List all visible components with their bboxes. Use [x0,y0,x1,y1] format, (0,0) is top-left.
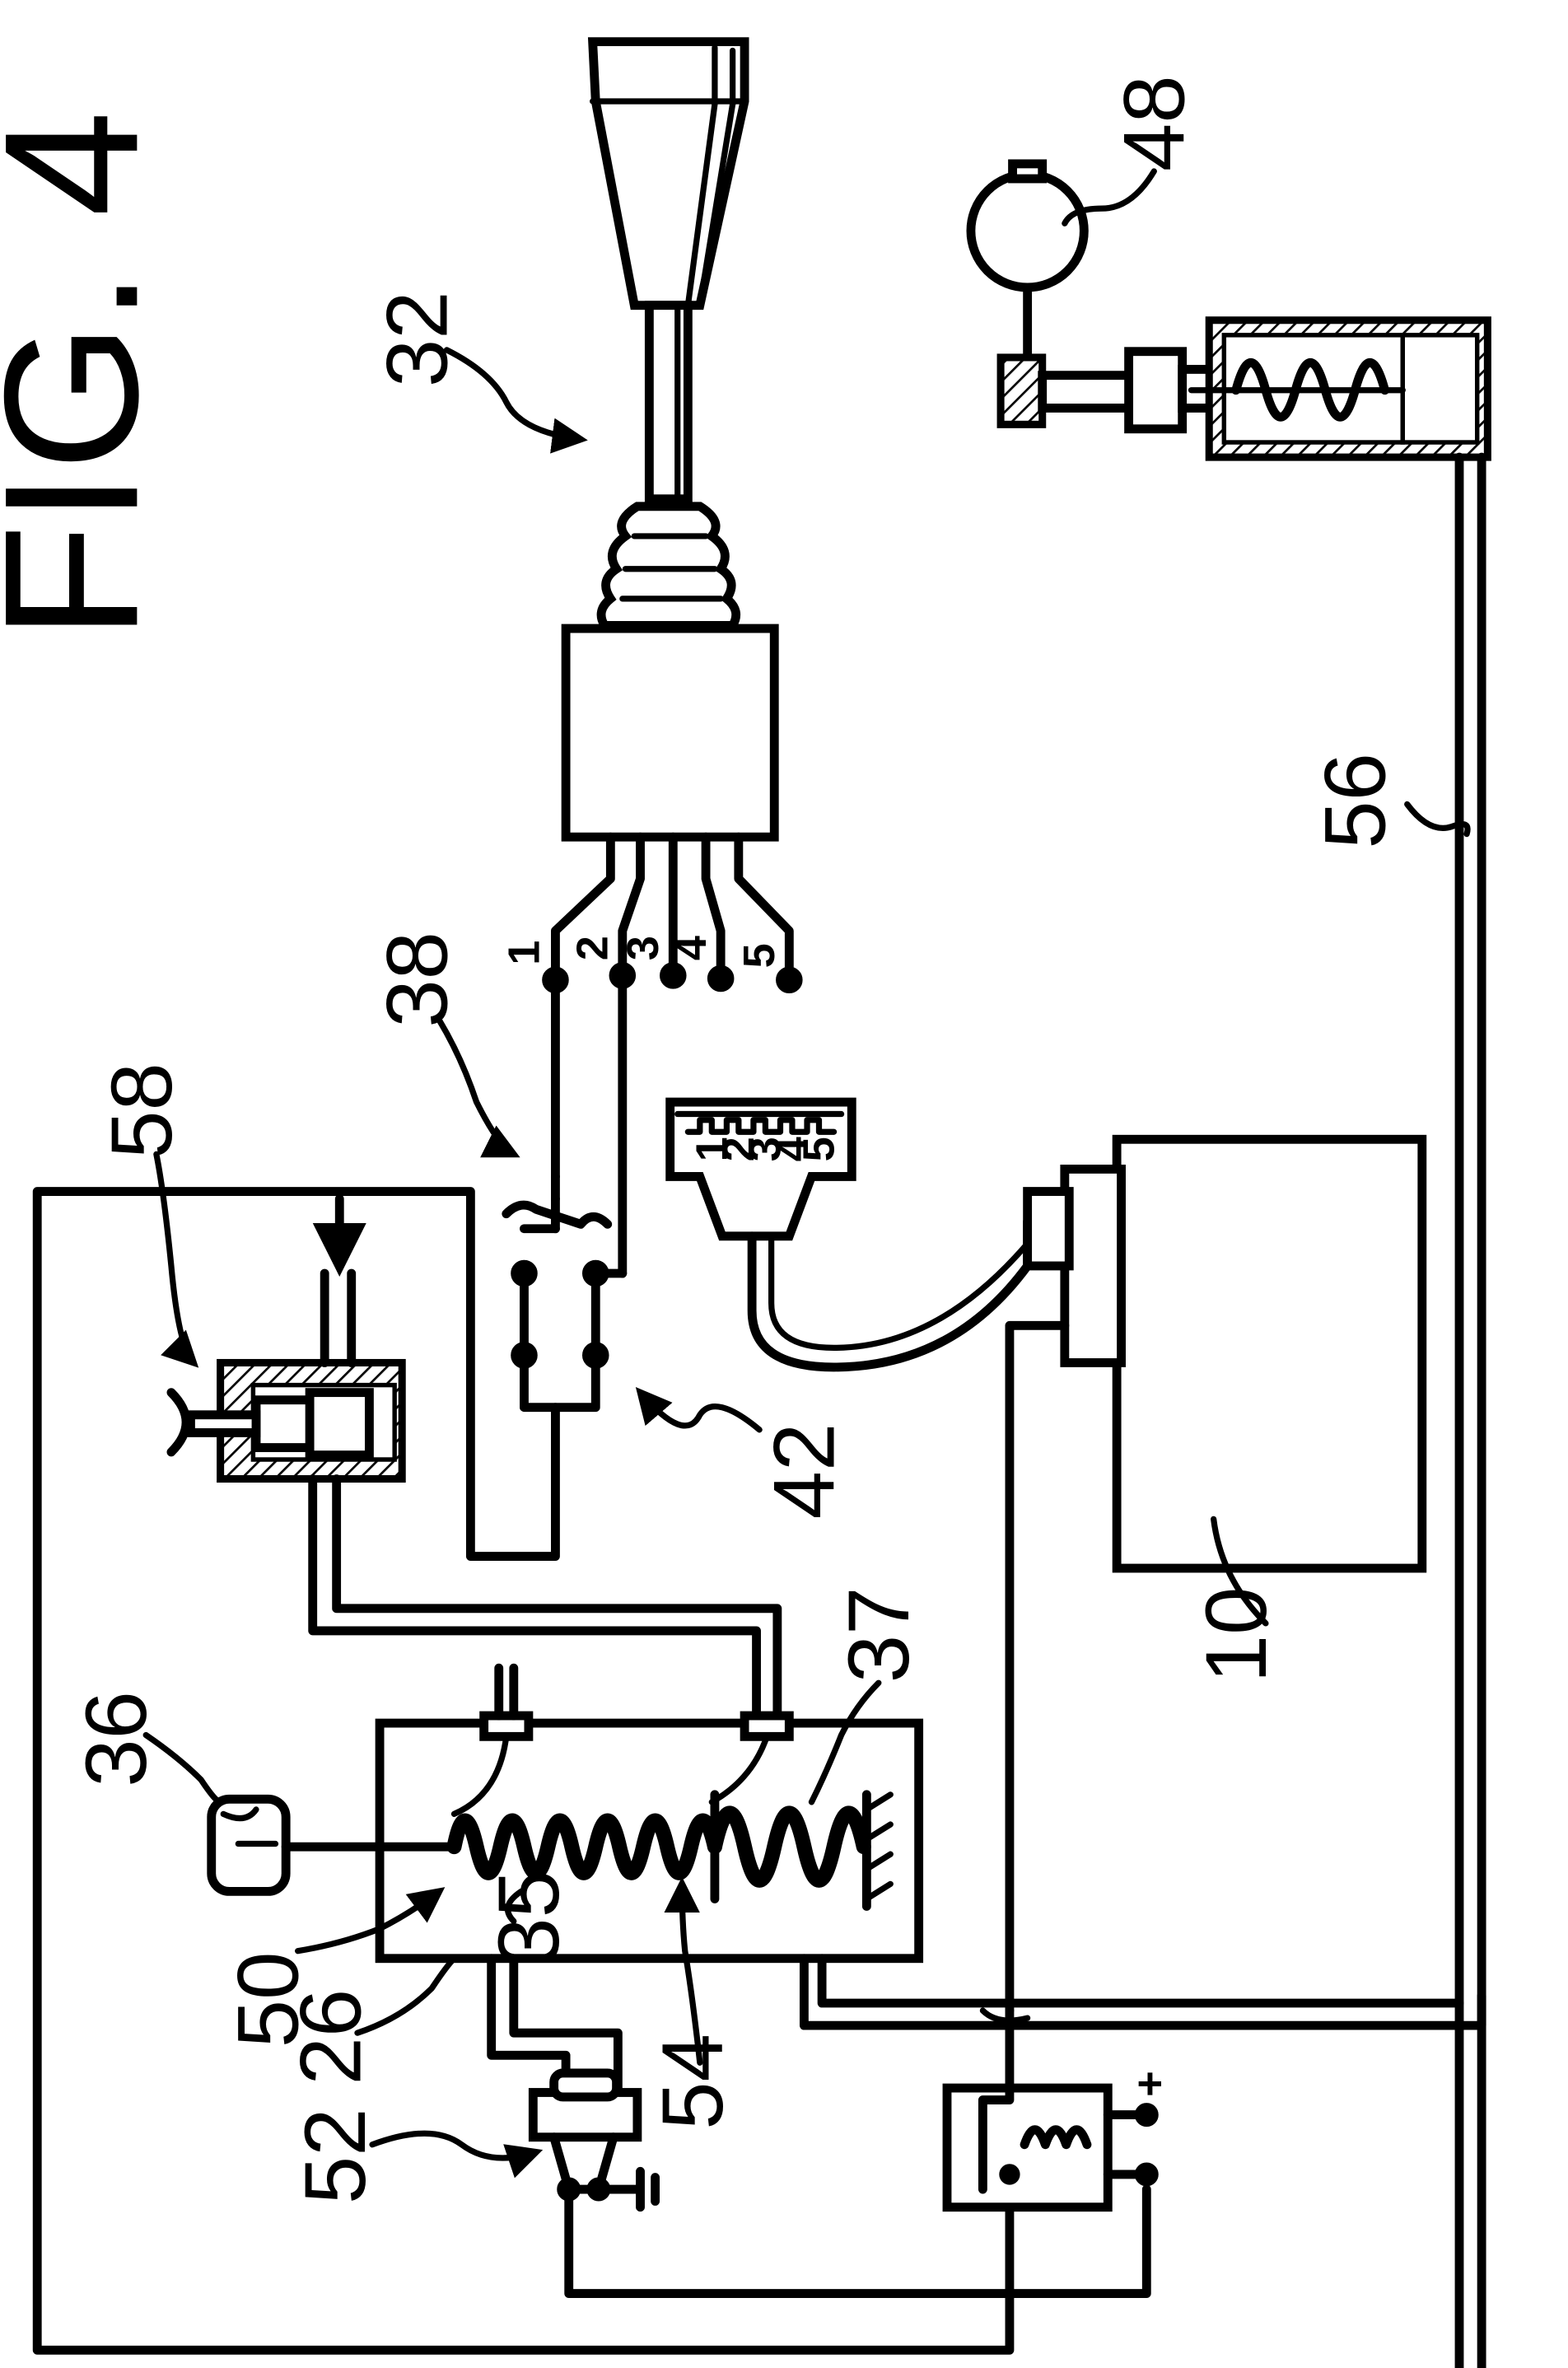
label-48: 48 [1106,75,1202,171]
label-38: 38 [369,932,465,1028]
terminal-4: 4 [666,936,716,960]
brake-unit-26 [212,1668,1482,2092]
pin-5: 5 [795,1137,844,1161]
label-56: 56 [1308,753,1404,849]
terminal-2: 2 [568,936,618,960]
label-10: 10 [1188,1587,1285,1684]
terminal-1: 1 [500,941,549,965]
joystick-32 [555,42,789,980]
control-module-10 [1010,1139,1422,2011]
terminal-5: 5 [735,943,784,968]
terminal-dots [545,965,800,991]
label-54: 54 [645,2034,741,2130]
label-32: 32 [369,291,465,387]
relay-battery [947,2011,1155,2207]
label-52: 52 [287,2108,384,2204]
battery-plus: + [1125,2071,1174,2097]
label-37: 37 [831,1587,927,1684]
terminal-3: 3 [618,936,668,960]
label-58: 58 [94,1063,190,1159]
label-42: 42 [757,1423,853,1520]
label-36: 36 [68,1691,165,1787]
label-35: 35 [481,1870,577,1966]
figure-title: FIG. 4 [0,110,178,640]
label-26: 26 [283,1989,380,2085]
